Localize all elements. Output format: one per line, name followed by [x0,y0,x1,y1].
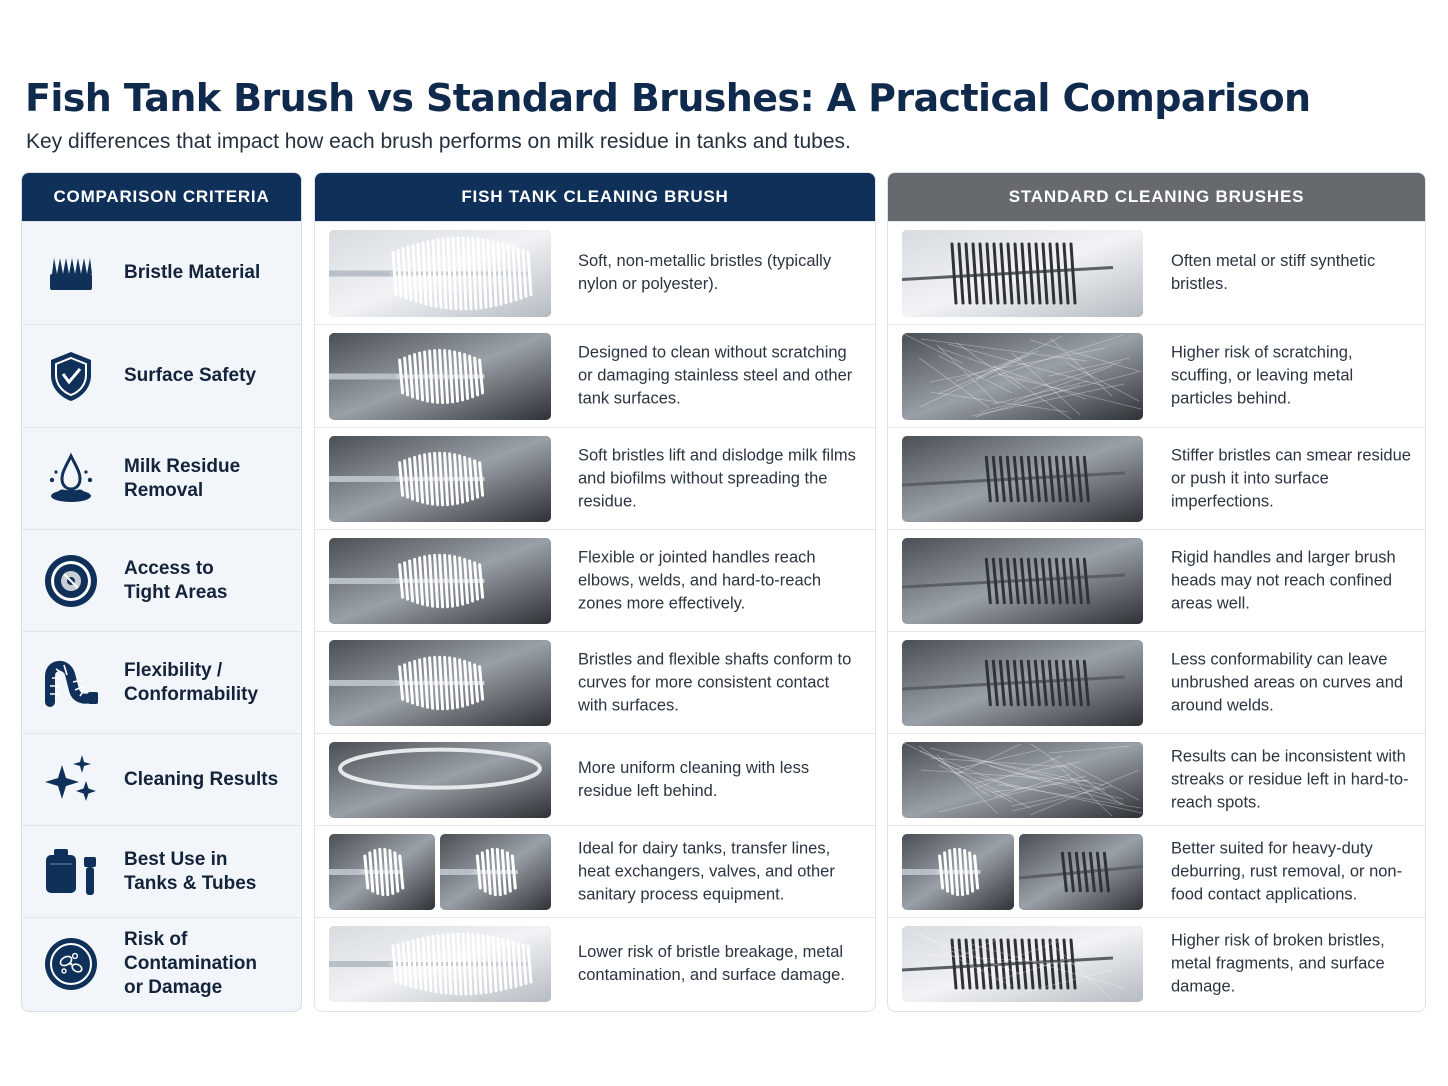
fish-brush-text: Lower risk of bristle breakage, metal co… [578,942,845,984]
standard-brush-row: Better suited for heavy-duty deburring, … [888,825,1425,917]
sparkle-icon [42,751,100,809]
fish-brush-row: Lower risk of bristle breakage, metal co… [315,917,875,1009]
criteria-label: Cleaning Results [124,768,279,790]
standard-brush-column: STANDARD CLEANING BRUSHES Often metal or… [887,172,1426,1012]
standard-brush-text: Rigid handles and larger brush heads may… [1171,548,1396,612]
fish-brush-text: More uniform cleaning with less residue … [578,758,810,800]
fish-brush-text: Bristles and flexible shafts conform to … [578,650,852,714]
curved-brush-in-tank-photo [329,640,551,726]
fish-brush-text: Flexible or jointed handles reach elbows… [578,548,822,612]
standard-brush-text: Results can be inconsistent with streaks… [1171,747,1409,811]
criteria-row: Bristle Material [22,221,301,324]
standard-brush-text: Often metal or stiff synthetic bristles. [1171,252,1376,293]
tank-and-tube-icon [42,843,100,901]
milk-drop-icon [42,450,100,508]
criteria-label: Surface Safety [124,365,257,386]
fish-brush-row: Soft bristles lift and dislodge milk fil… [315,427,875,529]
bristle-comb-icon [42,244,100,302]
fish-brush-row: Flexible or jointed handles reach elbows… [315,529,875,631]
criteria-row: Risk of Contamination or Damage [22,917,301,1009]
criteria-row: Flexibility / Conformability [22,631,301,733]
fish-brush-text: Designed to clean without scratching or … [578,343,853,408]
fish-brush-text: Soft bristles lift and dislodge milk fil… [578,446,856,510]
standard-brush-row: Higher risk of scratching, scuffing, or … [888,324,1425,427]
standard-brush-text: Less conformability can leave unbrushed … [1171,650,1404,714]
streaked-steel-photo [902,742,1143,818]
wire-brush-on-bend-photo [902,640,1143,726]
flexible-hose-icon [42,654,100,712]
wire-brush-residue-photo [902,436,1143,522]
standard-brush-row: Rigid handles and larger brush heads may… [888,529,1425,631]
clean-tank-interior-photo [329,742,551,818]
fish-brush-text: Ideal for dairy tanks, transfer lines, h… [578,839,835,903]
wire-brush-photo [1019,834,1143,910]
standard-brush-text: Better suited for heavy-duty deburring, … [1171,839,1403,903]
page-title: Fish Tank Brush vs Standard Brushes: A P… [25,76,1311,120]
pipe-fittings-photo [902,834,1014,910]
criteria-row: Access to Tight Areas [22,529,301,631]
criteria-row: Milk Residue Removal [22,427,301,529]
fish-brush-row: Bristles and flexible shafts conform to … [315,631,875,733]
criteria-label: Access to Tight Areas [124,557,228,603]
criteria-label: Bristle Material [124,262,261,283]
criteria-header: COMPARISON CRITERIA [22,173,301,221]
brush-at-pipe-elbow-photo [329,538,551,624]
shield-check-icon [42,347,100,405]
standard-brush-row: Stiffer bristles can smear residue or pu… [888,427,1425,529]
criteria-label: Best Use in Tanks & Tubes [124,848,257,894]
standard-brush-text: Stiffer bristles can smear residue or pu… [1171,446,1411,510]
fish-brush-row: Soft, non-metallic bristles (typically n… [315,221,875,324]
fish-brush-row: Designed to clean without scratching or … [315,324,875,427]
dairy-tank-photo [329,834,435,910]
standard-brush-text: Higher risk of scratching, scuffing, or … [1171,343,1354,408]
broken-wire-bristles-photo [902,926,1143,1002]
target-access-icon [42,552,100,610]
scratched-steel-photo [902,333,1143,420]
standard-brush-row: Results can be inconsistent with streaks… [888,733,1425,825]
criteria-row: Surface Safety [22,324,301,427]
standard-brush-row: Higher risk of broken bristles, metal fr… [888,917,1425,1009]
standard-brush-row: Less conformability can leave unbrushed … [888,631,1425,733]
white-nylon-brush-photo [329,230,551,317]
criteria-label: Milk Residue Removal [124,455,241,501]
fish-brush-rows: Soft, non-metallic bristles (typically n… [315,221,875,1009]
wire-brush-in-pipe-photo [902,538,1143,624]
brush-in-steel-tank-photo [329,333,551,420]
standard-brush-row: Often metal or stiff synthetic bristles. [888,221,1425,324]
brush-in-tube-photo [329,436,551,522]
standard-brush-header: STANDARD CLEANING BRUSHES [888,173,1425,221]
bacteria-icon [42,935,100,993]
page-subtitle: Key differences that impact how each bru… [26,130,851,153]
criteria-row: Cleaning Results [22,733,301,825]
fish-brush-row: Ideal for dairy tanks, transfer lines, h… [315,825,875,917]
brush-in-tank-photo [440,834,551,910]
standard-brush-rows: Often metal or stiff synthetic bristles.… [888,221,1425,1009]
fish-brush-text: Soft, non-metallic bristles (typically n… [578,252,832,293]
criteria-label: Risk of Contamination or Damage [124,928,257,998]
white-bristles-closeup-photo [329,926,551,1002]
twisted-wire-brush-photo [902,230,1143,317]
criteria-row: Best Use in Tanks & Tubes [22,825,301,917]
standard-brush-text: Higher risk of broken bristles, metal fr… [1171,931,1385,995]
fish-brush-column: FISH TANK CLEANING BRUSH Soft, non-metal… [314,172,876,1012]
criteria-label: Flexibility / Conformability [124,659,259,705]
fish-brush-header: FISH TANK CLEANING BRUSH [315,173,875,221]
fish-brush-row: More uniform cleaning with less residue … [315,733,875,825]
